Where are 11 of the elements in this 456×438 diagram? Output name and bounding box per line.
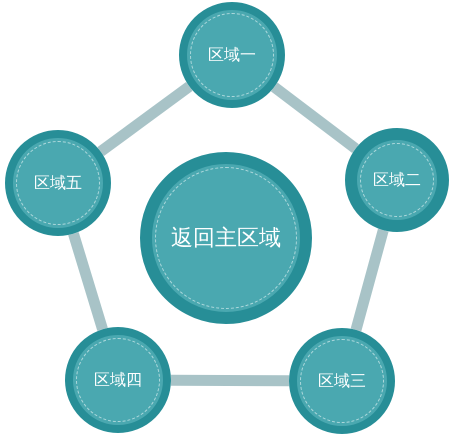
- node-label: 区域一: [208, 44, 256, 66]
- node-label: 区域四: [94, 370, 142, 390]
- node-label: 返回主区域: [171, 225, 281, 253]
- connector-line: [350, 228, 389, 332]
- connector-line: [68, 232, 108, 331]
- connector-line: [270, 82, 359, 153]
- node-label: 区域五: [34, 172, 82, 194]
- node-label: 区域二: [373, 170, 421, 190]
- node-label: 区域三: [318, 370, 366, 392]
- connector-line: [97, 82, 193, 156]
- connector-line: [170, 374, 290, 386]
